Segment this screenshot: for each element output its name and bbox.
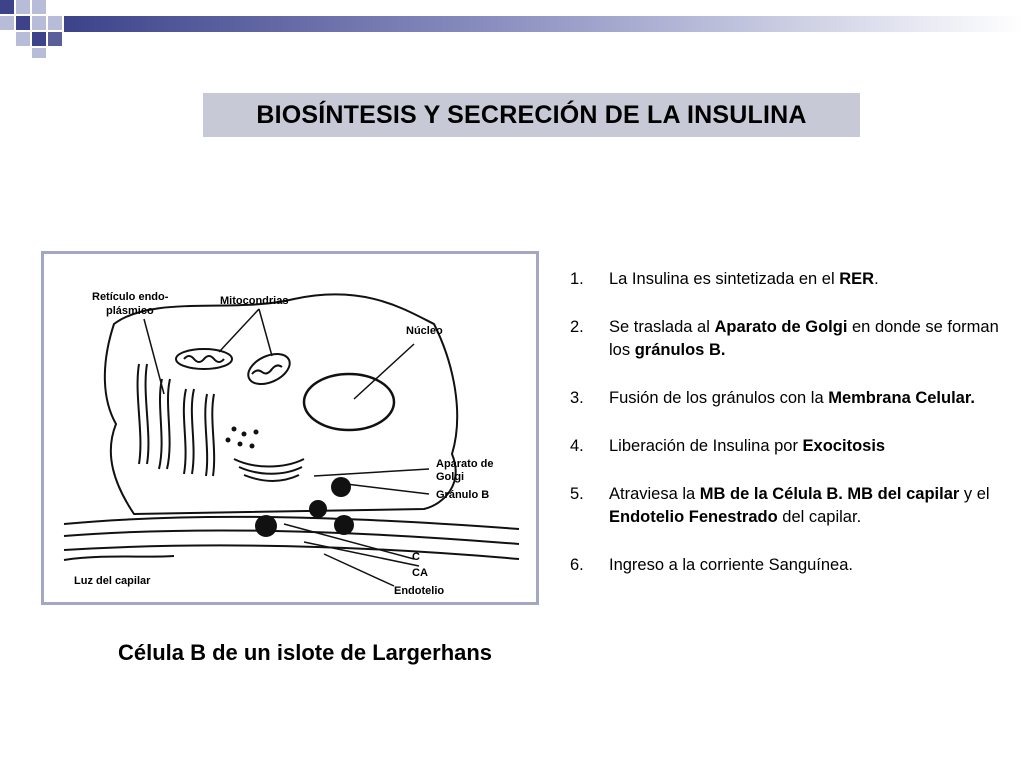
step-text-bold: Exocitosis	[802, 437, 886, 455]
slide-title-text: BIOSÍNTESIS Y SECRECIÓN DE LA INSULINA	[256, 100, 807, 129]
step-item: 5. Atraviesa la MB de la Célula B. MB del…	[570, 483, 1010, 529]
step-text: Se traslada al	[609, 318, 715, 336]
slide-title: BIOSÍNTESIS Y SECRECIÓN DE LA INSULINA	[203, 93, 860, 137]
label-endotelio: Endotelio	[394, 585, 444, 597]
granule-b-4	[334, 515, 354, 535]
label-reticulo-2: plásmico	[106, 305, 154, 317]
label-granulo: Gránulo B	[436, 489, 489, 501]
step-item: 3. Fusión de los gránulos con la Membrana…	[570, 387, 1010, 410]
step-text-bold: Endotelio Fenestrado	[609, 508, 778, 526]
step-text-bold: MB del capilar	[847, 485, 960, 503]
step-item: 6. Ingreso a la corriente Sanguínea.	[570, 554, 1010, 577]
step-number: 2.	[570, 318, 584, 336]
step-text-bold: gránulos B.	[634, 341, 726, 359]
step-text: y el	[959, 485, 990, 503]
mitochondria-2	[247, 352, 291, 386]
granule-b-3	[255, 515, 277, 537]
capillary-line-ca	[63, 529, 520, 545]
step-text: del capilar.	[777, 508, 862, 526]
step-item: 4. Liberación de Insulina por Exocitosis	[570, 435, 1010, 458]
step-text-bold: Aparato de Golgi	[714, 318, 848, 336]
step-text-bold: MB de la Célula B.	[699, 485, 843, 503]
step-number: 5.	[570, 485, 584, 503]
step-text: La Insulina es sintetizada en el	[609, 270, 840, 288]
cell-diagram: Retículo endo- plásmico Mitocondrias Núc…	[63, 291, 520, 597]
capillary-line-endo	[63, 544, 520, 560]
step-item: 2. Se traslada al Aparato de Golgi en don…	[570, 316, 1010, 362]
step-number: 4.	[570, 437, 584, 455]
step-item: 1. La Insulina es sintetizada en el RER.	[570, 268, 1010, 291]
granule-b-2	[309, 500, 327, 518]
cell-diagram-frame: Retículo endo- plásmico Mitocondrias Núc…	[41, 251, 539, 605]
step-number: 1.	[570, 270, 584, 288]
step-text: Fusión de los gránulos con la	[609, 389, 829, 407]
step-text: .	[874, 270, 879, 288]
mitochondria-1	[175, 348, 233, 370]
label-luz: Luz del capilar	[74, 575, 151, 587]
nucleus-shape	[302, 372, 396, 432]
step-text: Liberación de Insulina por	[609, 437, 803, 455]
label-c: C	[412, 551, 420, 563]
label-nucleo: Núcleo	[406, 325, 443, 337]
step-text: en donde se forman los	[609, 318, 999, 359]
decorative-header-bar	[0, 0, 1024, 58]
cell-membrane	[103, 293, 459, 516]
label-aparato: Aparato de	[436, 458, 493, 470]
step-text: Ingreso a la corriente Sanguínea.	[609, 556, 853, 574]
granule-b-1	[331, 477, 351, 497]
step-text-bold: Membrana Celular.	[828, 389, 975, 407]
step-number: 6.	[570, 556, 584, 574]
label-ca: CA	[412, 567, 428, 579]
capillary-line-c	[63, 515, 520, 530]
figure-caption: Célula B de un islote de Largerhans	[117, 640, 493, 665]
label-reticulo: Retículo endo-	[92, 291, 169, 303]
label-golgi: Golgi	[436, 471, 464, 483]
step-number: 3.	[570, 389, 584, 407]
step-text-bold: RER	[839, 270, 875, 288]
steps-list: 1. La Insulina es sintetizada en el RER. 2…	[570, 268, 1010, 602]
step-text: Atraviesa la	[609, 485, 700, 503]
label-mitocondrias: Mitocondrias	[220, 295, 288, 307]
